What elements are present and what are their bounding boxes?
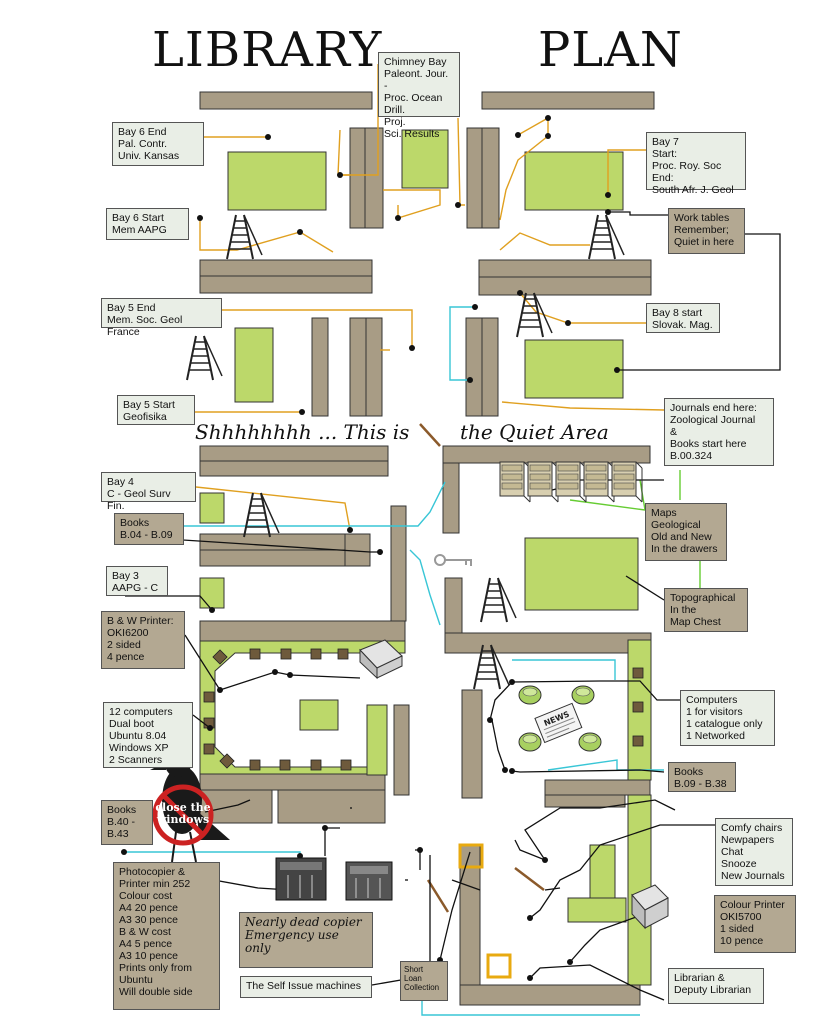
label-twelve-computers: 12 computers Dual boot Ubuntu 8.04 Windo… <box>103 702 193 768</box>
short-loan-box <box>458 843 484 869</box>
orange-leader-lines <box>195 64 665 531</box>
sign-line1: close the <box>155 801 210 814</box>
label-chimney-bay: Chimney Bay Paleont. Jour. - Proc. Ocean… <box>378 52 460 140</box>
label-topographical: Topographical In the Map Chest <box>664 588 748 632</box>
chair-icon <box>518 685 542 705</box>
label-photocopier: Photocopier & Printer min 252 Colour cos… <box>113 862 220 1010</box>
label-books-b04: Books B.04 - B.09 <box>114 513 184 545</box>
label-maps: Maps Geological Old and New In the drawe… <box>645 503 727 561</box>
computer-stations <box>203 648 644 771</box>
photocopier-icon <box>345 861 393 901</box>
label-bay7: Bay 7 Start: Proc. Roy. Soc End: South A… <box>646 132 746 196</box>
close-windows-sign: close the windows <box>152 784 214 846</box>
map-drawer-icon <box>499 461 643 503</box>
ladder-icon <box>186 335 223 381</box>
key-icon <box>434 554 472 566</box>
ladder-icon <box>226 214 263 260</box>
newspaper-icon: NEWS <box>534 702 583 744</box>
label-colour-printer: Colour Printer OKI5700 1 sided 10 pence <box>714 895 796 953</box>
label-books-b09: Books B.09 - B.38 <box>668 762 736 792</box>
label-comfy-chairs: Comfy chairs Newpapers Chat Snooze New J… <box>715 818 793 886</box>
green-leader-lines <box>569 470 701 588</box>
label-short-loan: Short Loan Collection <box>400 961 448 1001</box>
label-bay5-end: Bay 5 End Mem. Soc. Geol France <box>101 298 222 338</box>
printer-icon <box>359 639 403 680</box>
label-books-b40: Books B.40 - B.43 <box>101 800 153 845</box>
chair-icon <box>571 685 595 705</box>
title-library: LIBRARY <box>152 22 383 78</box>
quiet-area-left: Shhhhhhhh ... This is <box>195 420 410 444</box>
tables <box>199 129 652 986</box>
ladder-icon <box>588 214 625 260</box>
photocopier-icon <box>275 857 327 901</box>
ladder-icon <box>243 492 280 538</box>
label-computers-right: Computers 1 for visitors 1 catalogue onl… <box>680 690 775 746</box>
chair-icon <box>518 732 542 752</box>
label-bay6-start: Bay 6 Start Mem AAPG <box>106 208 189 240</box>
shelves <box>199 91 655 1006</box>
label-bay8-start: Bay 8 start Slovak. Mag. <box>646 303 720 333</box>
ladder-icon <box>480 577 517 623</box>
label-bay3: Bay 3 AAPG - C <box>106 566 168 596</box>
sign-line2: windows <box>156 813 209 826</box>
quiet-area-right: the Quiet Area <box>460 420 609 444</box>
doors <box>419 423 545 913</box>
chair-icon <box>578 732 602 752</box>
printer-icon <box>631 884 669 930</box>
label-journals-end: Journals end here: Zoological Journal & … <box>664 398 774 466</box>
label-bay5-start: Bay 5 Start Geofisika <box>117 395 195 425</box>
label-bay6-end: Bay 6 End Pal. Contr. Univ. Kansas <box>112 122 204 166</box>
label-self-issue: The Self Issue machines <box>240 976 372 998</box>
short-loan-box <box>486 953 512 979</box>
label-work-tables: Work tables Remember; Quiet in here <box>668 208 745 254</box>
label-bw-printer: B & W Printer: OKI6200 2 sided 4 pence <box>101 611 185 669</box>
label-librarian: Librarian & Deputy Librarian <box>668 968 764 1004</box>
label-nearly-dead-copier: Nearly dead copier Emergency use only <box>239 912 373 968</box>
label-bay4: Bay 4 C - Geol Surv Fin. <box>101 472 196 512</box>
title-plan: PLAN <box>538 22 683 78</box>
